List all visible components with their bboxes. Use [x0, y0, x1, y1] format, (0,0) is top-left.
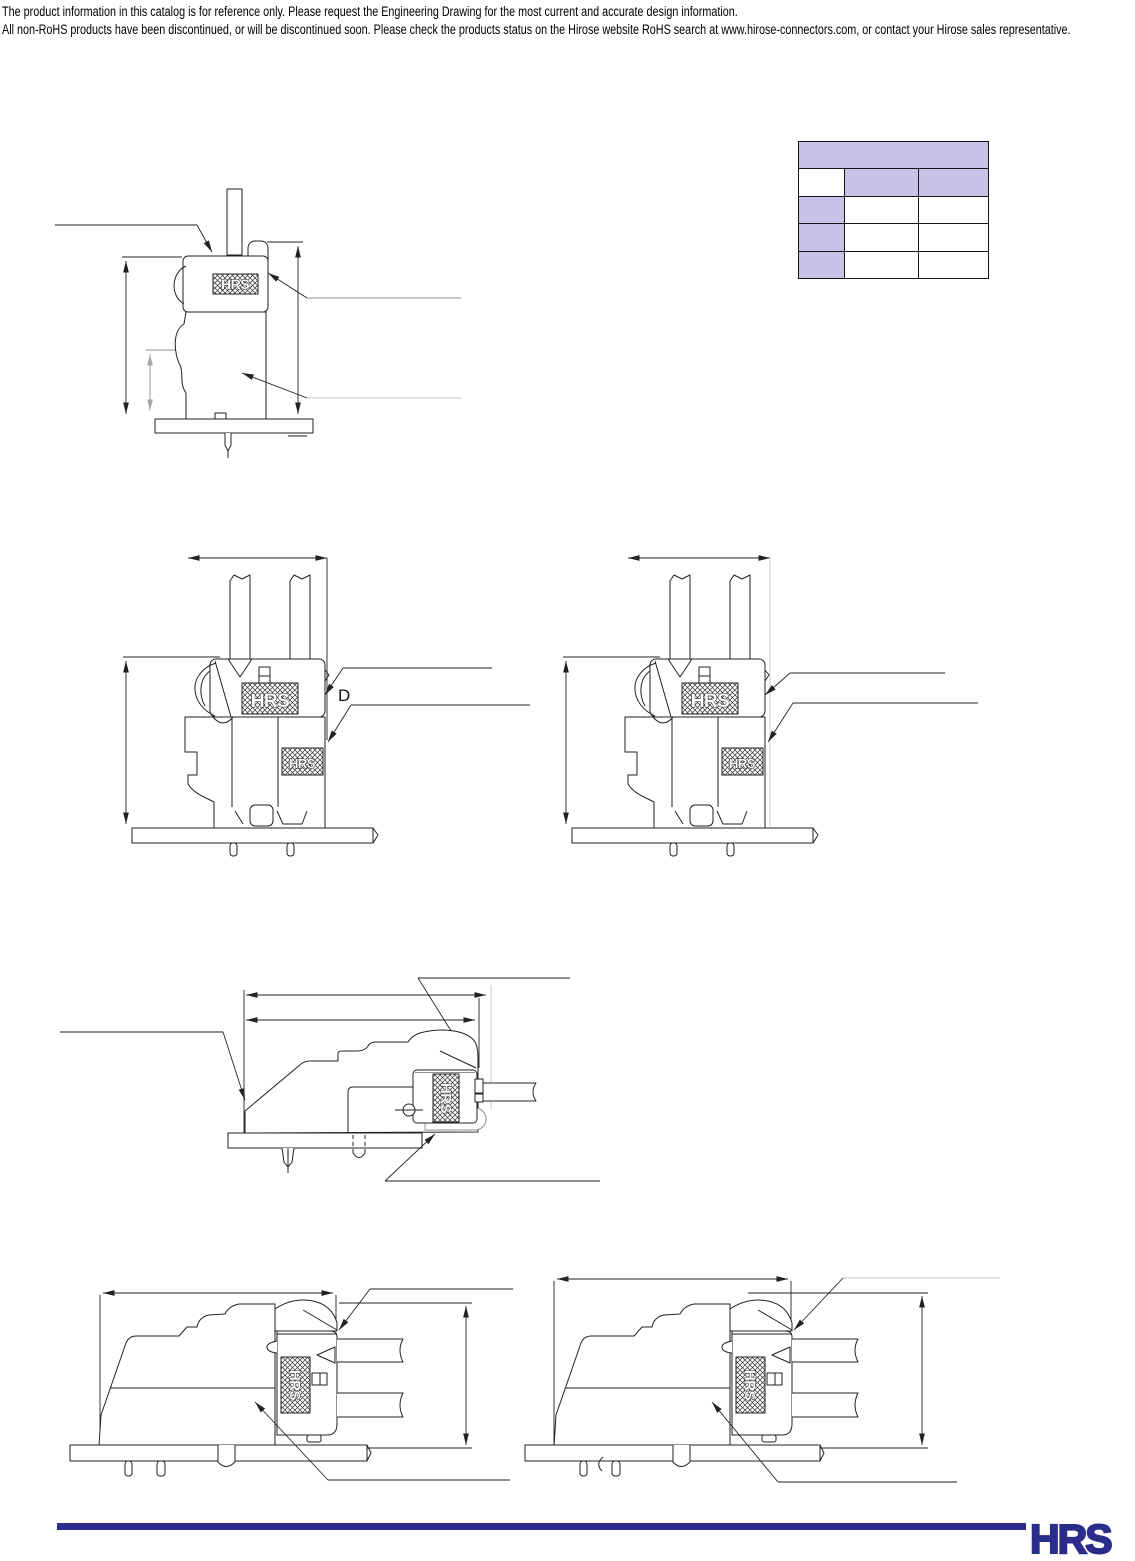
contact-tab [226, 188, 243, 256]
solder-pin [156, 1460, 166, 1477]
hrs-mold-mark: HRS [289, 756, 316, 771]
wire [479, 1082, 537, 1102]
spec-table-row-label [798, 223, 845, 252]
footer-rule [57, 1523, 1026, 1530]
spec-table-col-header [917, 168, 990, 197]
spec-table-cell [917, 223, 990, 252]
spec-table-row-label [798, 250, 845, 279]
hrs-mold-mark: HRS [437, 1083, 454, 1114]
latch-cap [274, 1299, 338, 1332]
hrs-mold-mark-box: HRS [735, 1356, 766, 1414]
right-angle-housing [98, 1303, 276, 1447]
spec-table [797, 140, 990, 279]
contact-body [174, 311, 267, 420]
hrs-mold-mark-box: HRS [432, 1073, 460, 1123]
wire [337, 1338, 404, 1363]
mounting-peg [217, 1445, 236, 1467]
header-housing [184, 716, 326, 829]
wire-pin [229, 574, 251, 659]
hrs-mold-mark: HRS [691, 691, 730, 712]
right-angle-housing [553, 1303, 731, 1447]
detail-label-d: D [338, 686, 350, 705]
solder-pin [286, 842, 295, 857]
solder-pin [579, 1460, 588, 1477]
solder-pin [229, 842, 238, 857]
wire-pin [669, 574, 691, 659]
drawing-right-angle-two-wire-left: HRS [69, 1288, 513, 1481]
disclaimer-line-1: The product information in this catalog … [2, 4, 738, 19]
hrs-mold-mark-box: HRS [721, 747, 764, 776]
hrs-mold-mark-box: HRS [280, 1356, 311, 1414]
pcb-board [154, 418, 314, 434]
hrs-mold-mark: HRS [729, 756, 756, 771]
solder-pin [124, 1460, 133, 1477]
hrs-mold-mark: HRS [221, 276, 249, 292]
wire-pin [729, 574, 751, 659]
solder-pin [726, 842, 735, 857]
header-housing [624, 716, 766, 829]
pcb-board [571, 827, 814, 844]
hrs-mold-mark: HRS [741, 1370, 758, 1401]
hrs-mold-mark: HRS [251, 691, 290, 712]
drawing-vertical-contact-side-view: HRS [55, 188, 461, 458]
latch-cap [729, 1299, 793, 1332]
spec-table-cell [917, 195, 990, 225]
hirose-logo: HRS [1029, 1516, 1114, 1561]
solder-pin [611, 1460, 621, 1477]
spec-table-col-header [844, 168, 919, 197]
hirose-logo-text: HRS [1030, 1516, 1111, 1561]
wire [792, 1338, 859, 1363]
drawing-vertical-mated-left: HRS HRS D [123, 555, 530, 857]
mating-direction-arrow-icon [771, 1346, 791, 1364]
wire [337, 1392, 404, 1418]
hrs-mold-mark-box: HRS [281, 747, 324, 776]
drawing-right-angle-side-view: HRS [60, 977, 600, 1182]
wire-pin [289, 574, 311, 659]
mounting-peg [672, 1445, 691, 1467]
hrs-mold-mark-box: HRS [241, 682, 299, 715]
spec-table-corner-cell [798, 168, 845, 197]
pcb-board [227, 1132, 423, 1149]
leader-top [55, 224, 213, 253]
hrs-mold-mark: HRS [286, 1370, 303, 1401]
wire [792, 1392, 859, 1418]
mating-direction-arrow-icon [316, 1346, 336, 1364]
hrs-mold-mark-box: HRS [681, 682, 739, 715]
pcb-board [131, 827, 374, 844]
drawing-vertical-mated-right: HRS HRS [563, 555, 978, 857]
spec-table-cell [844, 250, 919, 279]
solder-pin [669, 842, 678, 857]
spec-table-title-cell [797, 140, 990, 170]
spec-table-cell [844, 195, 919, 225]
spec-table-cell [844, 223, 919, 252]
drawing-right-angle-two-wire-right: HRS [524, 1276, 1000, 1483]
solder-pin [224, 433, 232, 452]
hrs-mold-mark-box: HRS [212, 273, 259, 295]
disclaimer: The product information in this catalog … [2, 3, 1135, 38]
spec-table-row-label [798, 195, 845, 225]
spec-table-cell [917, 250, 990, 279]
disclaimer-line-2: All non-RoHS products have been disconti… [2, 21, 1071, 37]
